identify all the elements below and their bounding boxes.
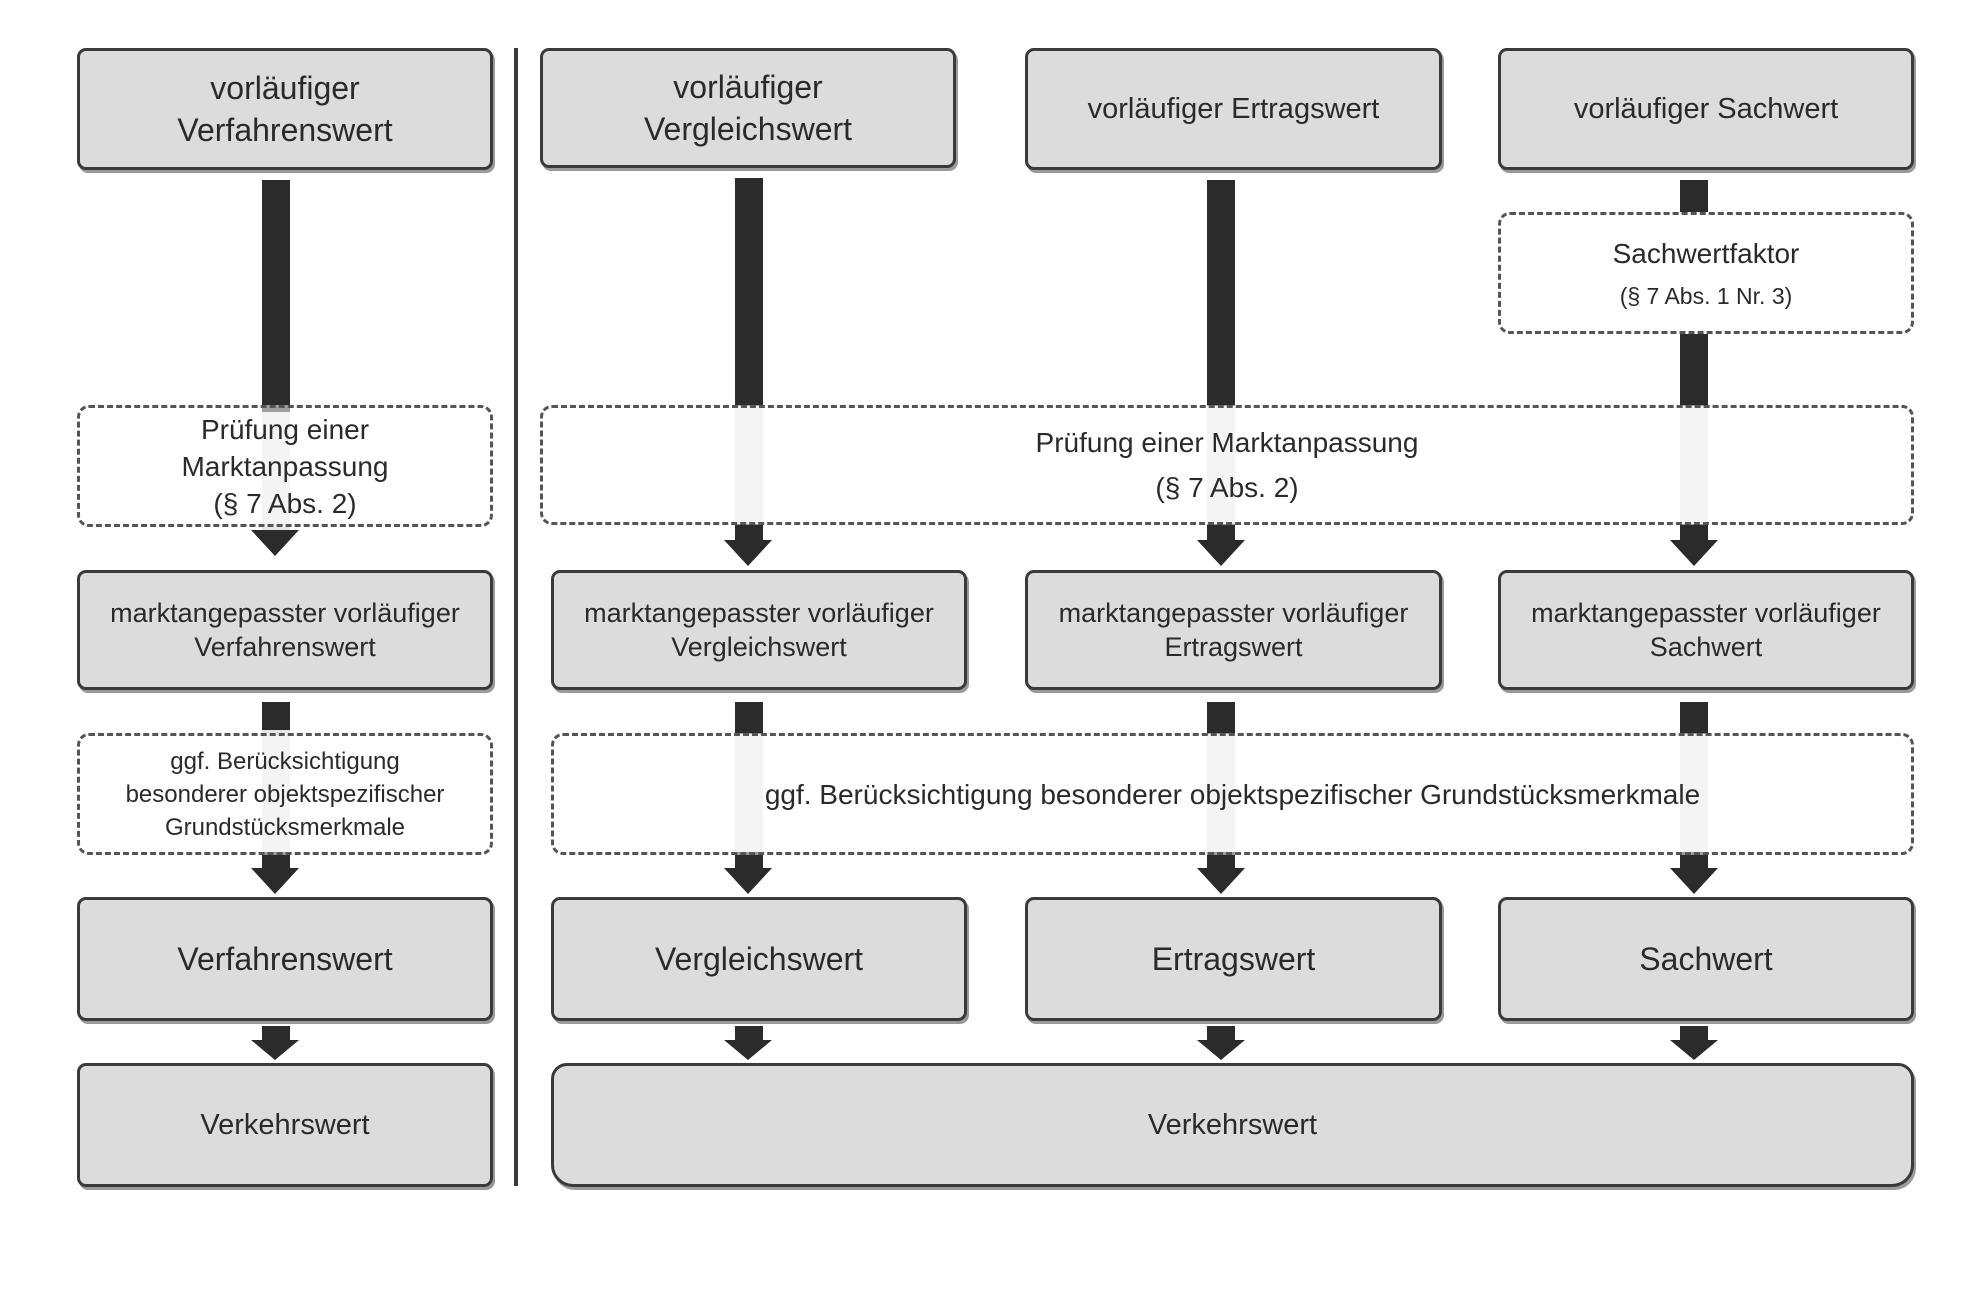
left-market-check-line-3: (§ 7 Abs. 2) xyxy=(213,487,357,519)
arrow-head-col2-3 xyxy=(724,1040,772,1060)
section-divider xyxy=(514,48,518,1186)
preliminary-procedure-value-line-2: Verfahrenswert xyxy=(177,112,393,148)
right-market-value-box: Verkehrswert xyxy=(551,1063,1914,1187)
arrow-shaft-col2-2 xyxy=(735,702,763,734)
arrow-head-col4-2 xyxy=(1670,868,1718,894)
procedure-value-box: Verfahrenswert xyxy=(77,897,493,1021)
asset-value-box: Sachwert xyxy=(1498,897,1914,1021)
arrow-shaft-col2-3 xyxy=(735,1026,763,1042)
preliminary-comparison-value-box: vorläufiger Vergleichswert xyxy=(540,48,956,168)
arrow-head-col4-1 xyxy=(1670,540,1718,566)
arrow-head-left-2 xyxy=(251,868,299,894)
left-special-features-line-2: besonderer objektspezifischer xyxy=(125,780,445,808)
preliminary-asset-value-box: vorläufiger Sachwert xyxy=(1498,48,1914,170)
adjusted-income-value-line-1: marktangepasster vorläufiger xyxy=(1058,598,1409,628)
arrow-shaft-col2-2b xyxy=(735,852,763,870)
arrow-shaft-col4-2 xyxy=(1680,702,1708,734)
arrow-shaft-col2-1b xyxy=(735,524,763,542)
left-adjusted-value-line-1: marktangepasster vorläufiger xyxy=(110,598,460,628)
arrow-head-left-1 xyxy=(251,530,299,556)
preliminary-procedure-value-line-1: vorläufiger xyxy=(210,70,360,106)
arrow-head-col4-3 xyxy=(1670,1040,1718,1060)
arrow-shaft-col4-1b xyxy=(1680,524,1708,542)
arrow-head-col2-1 xyxy=(724,540,772,566)
preliminary-comparison-value-line-2: Vergleichswert xyxy=(643,111,853,147)
left-market-value-label: Verkehrswert xyxy=(200,1108,370,1141)
asset-factor-box: Sachwertfaktor (§ 7 Abs. 1 Nr. 3) xyxy=(1498,212,1914,334)
procedure-value-label: Verfahrenswert xyxy=(177,941,393,977)
arrow-head-left-3 xyxy=(251,1040,299,1060)
arrow-head-col3-3 xyxy=(1197,1040,1245,1060)
preliminary-income-value-box: vorläufiger Ertragswert xyxy=(1025,48,1442,170)
arrow-shaft-left-2b xyxy=(262,852,290,870)
comparison-value-label: Vergleichswert xyxy=(654,941,864,977)
right-market-check-reference: (§ 7 Abs. 2) xyxy=(1155,472,1299,503)
left-special-features-box: ggf. Berücksichtigung besonderer objekts… xyxy=(77,733,493,855)
right-market-check-title: Prüfung einer Marktanpassung xyxy=(1035,427,1419,458)
arrow-head-col3-1 xyxy=(1197,540,1245,566)
right-market-value-label: Verkehrswert xyxy=(1147,1108,1318,1141)
arrow-shaft-col3-2b xyxy=(1207,852,1235,870)
left-adjusted-value-line-2: Verfahrenswert xyxy=(194,632,376,662)
arrow-shaft-col3-2 xyxy=(1207,702,1235,734)
left-adjusted-value-box: marktangepasster vorläufiger Verfahrensw… xyxy=(77,570,493,690)
asset-factor-title: Sachwertfaktor xyxy=(1612,237,1800,269)
left-special-features-line-1: ggf. Berücksichtigung xyxy=(170,747,400,775)
arrow-shaft-col4-2b xyxy=(1680,852,1708,870)
arrow-shaft-col3-1 xyxy=(1207,180,1235,406)
arrow-shaft-left-2 xyxy=(262,702,290,730)
income-value-label: Ertragswert xyxy=(1151,941,1316,977)
arrow-shaft-col3-1b xyxy=(1207,524,1235,542)
right-special-features-box: ggf. Berücksichtigung besonderer objekts… xyxy=(551,733,1914,855)
left-market-check-line-2: Marktanpassung xyxy=(181,450,389,482)
comparison-value-box: Vergleichswert xyxy=(551,897,967,1021)
adjusted-comparison-value-line-1: marktangepasster vorläufiger xyxy=(584,598,934,628)
arrow-shaft-left-3 xyxy=(262,1026,290,1042)
arrow-shaft-col4-3 xyxy=(1680,1026,1708,1042)
right-market-check-box: Prüfung einer Marktanpassung (§ 7 Abs. 2… xyxy=(540,405,1914,525)
adjusted-asset-value-box: marktangepasster vorläufiger Sachwert xyxy=(1498,570,1914,690)
preliminary-procedure-value-box: vorläufiger Verfahrenswert xyxy=(77,48,493,170)
arrow-head-col2-2 xyxy=(724,868,772,894)
preliminary-asset-value-label: vorläufiger Sachwert xyxy=(1573,92,1839,125)
income-value-box: Ertragswert xyxy=(1025,897,1442,1021)
asset-value-label: Sachwert xyxy=(1639,941,1773,977)
arrow-shaft-left-1 xyxy=(262,180,290,412)
adjusted-comparison-value-line-2: Vergleichswert xyxy=(671,632,847,662)
left-market-value-box: Verkehrswert xyxy=(77,1063,493,1187)
arrow-shaft-col3-3 xyxy=(1207,1026,1235,1042)
preliminary-comparison-value-line-1: vorläufiger xyxy=(673,69,823,105)
adjusted-asset-value-line-2: Sachwert xyxy=(1649,632,1763,662)
adjusted-income-value-box: marktangepasster vorläufiger Ertragswert xyxy=(1025,570,1442,690)
adjusted-asset-value-line-1: marktangepasster vorläufiger xyxy=(1531,598,1881,628)
arrow-head-col3-2 xyxy=(1197,868,1245,894)
adjusted-income-value-line-2: Ertragswert xyxy=(1164,632,1303,662)
arrow-shaft-col2-1 xyxy=(735,178,763,406)
left-special-features-line-3: Grundstücksmerkmale xyxy=(164,813,406,841)
left-market-check-box: Prüfung einer Marktanpassung (§ 7 Abs. 2… xyxy=(77,405,493,527)
right-special-features-label: ggf. Berücksichtigung besonderer objekts… xyxy=(764,778,1701,810)
adjusted-comparison-value-box: marktangepasster vorläufiger Vergleichsw… xyxy=(551,570,967,690)
left-market-check-line-1: Prüfung einer xyxy=(200,413,370,445)
asset-factor-reference: (§ 7 Abs. 1 Nr. 3) xyxy=(1619,282,1793,309)
preliminary-income-value-label: vorläufiger Ertragswert xyxy=(1087,92,1380,125)
